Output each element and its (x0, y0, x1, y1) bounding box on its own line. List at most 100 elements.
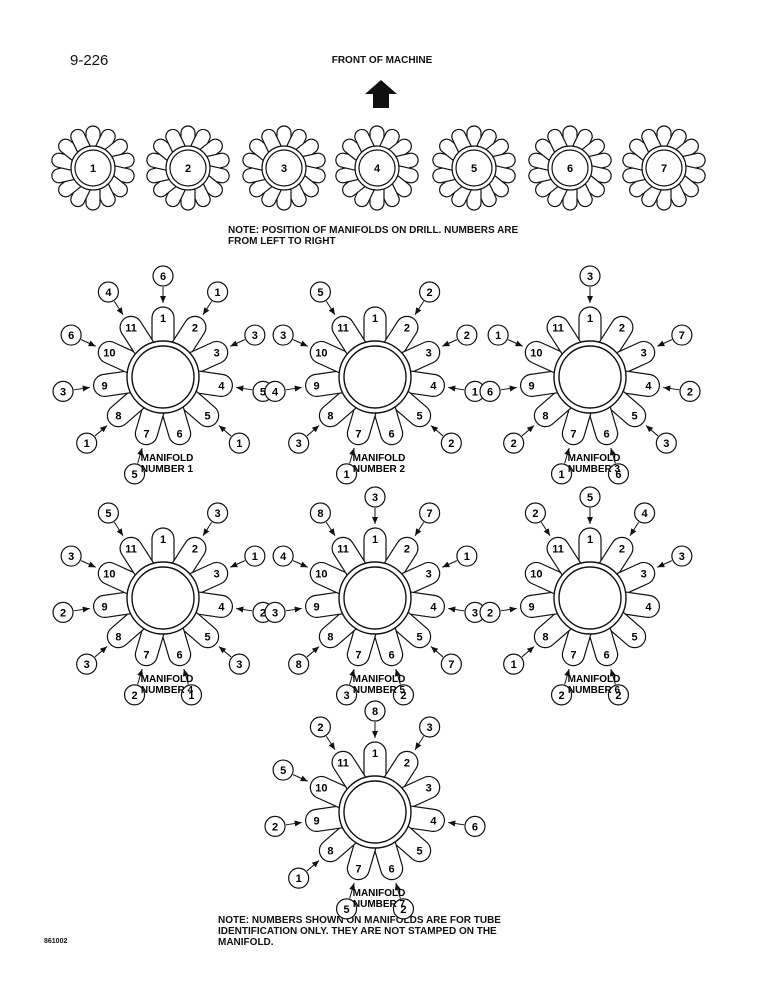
callout-bubble (364, 700, 386, 722)
callout-number: 1 (84, 438, 90, 450)
callout-arrowhead (88, 340, 96, 347)
tube-number: 11 (125, 322, 137, 334)
callout-arrowhead (394, 669, 401, 677)
callout-number: 5 (587, 492, 593, 504)
tube-number: 2 (404, 322, 410, 334)
callout-arrowhead (300, 775, 308, 782)
callout-number: 3 (68, 551, 74, 563)
manifold-label: MANIFOLD (141, 674, 194, 685)
callout-bubble (634, 502, 656, 524)
callout-number: 2 (615, 690, 621, 702)
callout-bubble (228, 653, 250, 675)
tube-number: 9 (529, 380, 535, 392)
tube-number: 6 (389, 429, 395, 441)
manifold-label: MANIFOLD (568, 453, 621, 464)
small-manifold-hub (74, 149, 112, 187)
callout-bubble (272, 759, 294, 781)
tube-number: 2 (192, 543, 198, 555)
tube-number: 1 (372, 748, 378, 760)
tube-1 (363, 527, 387, 572)
callout-arrowhead (99, 425, 108, 433)
callout-bubble (180, 684, 203, 706)
callout-number: 6 (472, 821, 478, 833)
callout-bubble (419, 502, 441, 524)
callout-bubble (335, 463, 358, 485)
callout-number: 1 (296, 873, 302, 885)
callout-arrowhead (430, 646, 439, 654)
tube-1 (578, 527, 602, 572)
callout-number: 6 (68, 330, 74, 342)
callout-bubble (671, 324, 693, 346)
tube-number: 10 (530, 568, 542, 580)
manifold-label: MANIFOLD (353, 453, 406, 464)
callout-bubble (60, 324, 82, 346)
tube-number: 5 (205, 632, 211, 644)
callout-bubble (440, 432, 462, 454)
tube-number: 10 (315, 347, 327, 359)
tube-1 (363, 306, 387, 351)
tube-number: 7 (570, 429, 576, 441)
callout-arrowhead (349, 669, 356, 677)
tube-number: 7 (143, 650, 149, 662)
callout-number: 4 (105, 287, 112, 299)
callout-arrowhead (657, 561, 665, 568)
small-manifold-hub (169, 149, 207, 187)
callout-arrowhead (526, 425, 535, 433)
callout-arrowhead (218, 425, 227, 433)
small-manifold-hub (645, 149, 683, 187)
callout-bubble (309, 716, 331, 738)
callout-bubble (288, 867, 310, 889)
callout-arrowhead (137, 448, 144, 456)
tube-number: 10 (315, 782, 327, 794)
tube-number: 7 (570, 650, 576, 662)
tube-number: 3 (426, 782, 432, 794)
callout-arrowhead (442, 340, 450, 347)
callout-arrowhead (294, 385, 302, 392)
callout-number: 2 (400, 904, 406, 916)
callout-number: 3 (296, 438, 302, 450)
callout-number: 3 (472, 607, 478, 619)
tube-number: 8 (115, 411, 121, 423)
manifold-hub (343, 345, 407, 409)
callout-bubble (655, 432, 677, 454)
callout-arrowhead (442, 561, 450, 568)
tube-number: 4 (218, 601, 225, 613)
manifold-hub (558, 345, 622, 409)
callout-number: 1 (215, 287, 221, 299)
callout-arrowhead (509, 385, 517, 392)
tube-number: 7 (355, 650, 361, 662)
callout-bubble (152, 265, 174, 287)
callout-number: 7 (448, 659, 454, 671)
callout-arrowhead (160, 296, 166, 303)
callout-number: 1 (252, 551, 258, 563)
callout-arrowhead (564, 448, 571, 456)
callout-arrowhead (587, 517, 593, 524)
tube-number: 6 (389, 650, 395, 662)
callout-arrowhead (415, 742, 422, 750)
callout-bubble (607, 463, 630, 485)
manifold-hub (558, 566, 622, 630)
small-manifold-number: 5 (471, 163, 477, 175)
callout-bubble (464, 815, 486, 837)
callout-arrowhead (609, 448, 616, 456)
callout-arrowhead (526, 646, 535, 654)
tube-number: 1 (372, 313, 378, 325)
callout-arrowhead (543, 528, 550, 536)
manifold-label: MANIFOLD (568, 674, 621, 685)
small-manifold-number: 4 (374, 163, 381, 175)
tube-number: 3 (214, 568, 220, 580)
callout-bubble (207, 502, 229, 524)
callout-number: 2 (427, 287, 433, 299)
callout-bubble (76, 653, 98, 675)
callout-number: 3 (343, 690, 349, 702)
manifold-hub (131, 345, 195, 409)
callout-arrowhead (372, 517, 378, 524)
manifold-hub (343, 780, 407, 844)
callout-arrowhead (116, 307, 123, 315)
callout-bubble (335, 898, 358, 920)
callout-bubble (244, 545, 266, 567)
tube-number: 3 (426, 568, 432, 580)
callout-bubble (364, 486, 386, 508)
